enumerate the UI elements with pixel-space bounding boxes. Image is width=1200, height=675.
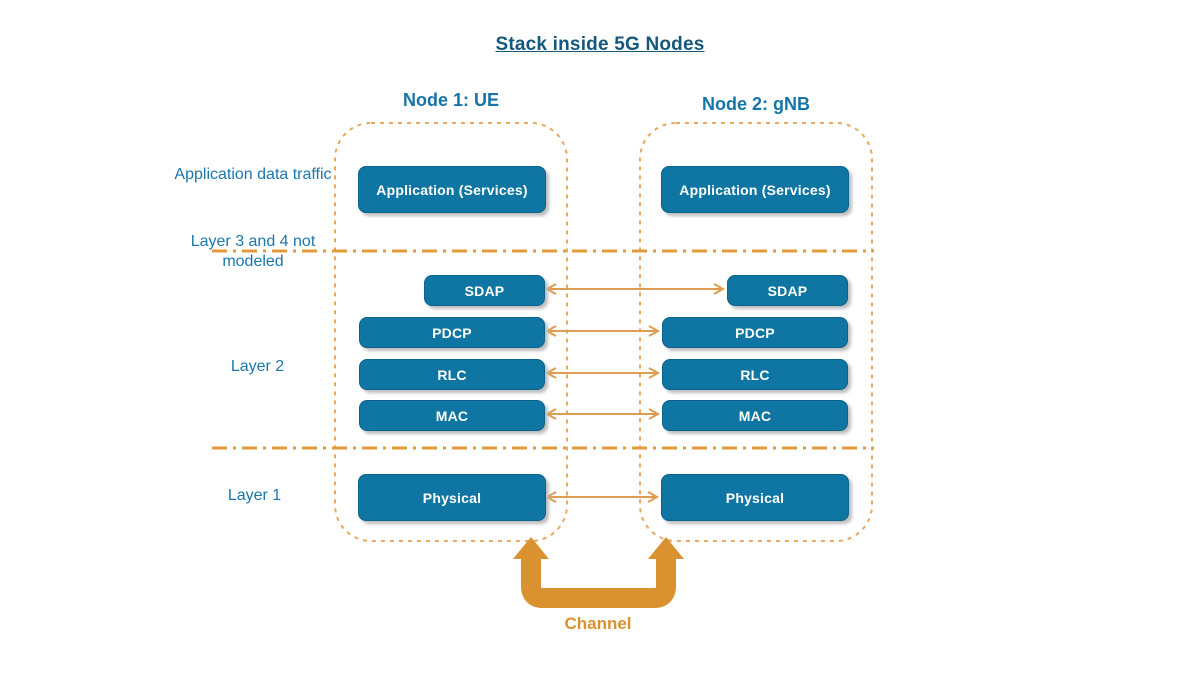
node-2-header: Node 2: gNB <box>702 94 810 114</box>
node-1-application-box: Application (Services) <box>358 166 546 213</box>
node-2-mac-box: MAC <box>662 400 848 431</box>
channel-arrowhead-left <box>513 537 549 559</box>
node-2-application-box: Application (Services) <box>661 166 849 213</box>
arrow-mac <box>544 408 661 420</box>
arrow-rlc <box>544 367 661 379</box>
node-1-sdap-box: SDAP <box>424 275 545 306</box>
arrow-pdcp <box>544 325 661 337</box>
page-title: Stack inside 5G Nodes <box>495 34 705 55</box>
channel-connector <box>513 537 684 608</box>
node-1-physical-box: Physical <box>358 474 546 521</box>
arrow-sdap <box>544 283 726 295</box>
channel-label: Channel <box>564 614 632 633</box>
channel-arrowhead-right <box>648 537 684 559</box>
node-2-sdap-box: SDAP <box>727 275 848 306</box>
node-1-header: Node 1: UE <box>402 90 499 110</box>
label-layer-1: Layer 1 <box>227 487 282 504</box>
node-1-rlc-box: RLC <box>359 359 545 390</box>
label-application-data-traffic: Application data traffic <box>174 166 332 183</box>
node-1-mac-box: MAC <box>359 400 545 431</box>
arrow-physical <box>544 491 660 503</box>
node-2-rlc-box: RLC <box>662 359 848 390</box>
node-2-pdcp-box: PDCP <box>662 317 848 348</box>
node-1-pdcp-box: PDCP <box>359 317 545 348</box>
node-2-physical-box: Physical <box>661 474 849 521</box>
label-layer-3-4-not-modeled: Layer 3 and 4 not modeled <box>190 233 316 270</box>
label-layer-2: Layer 2 <box>230 358 285 375</box>
